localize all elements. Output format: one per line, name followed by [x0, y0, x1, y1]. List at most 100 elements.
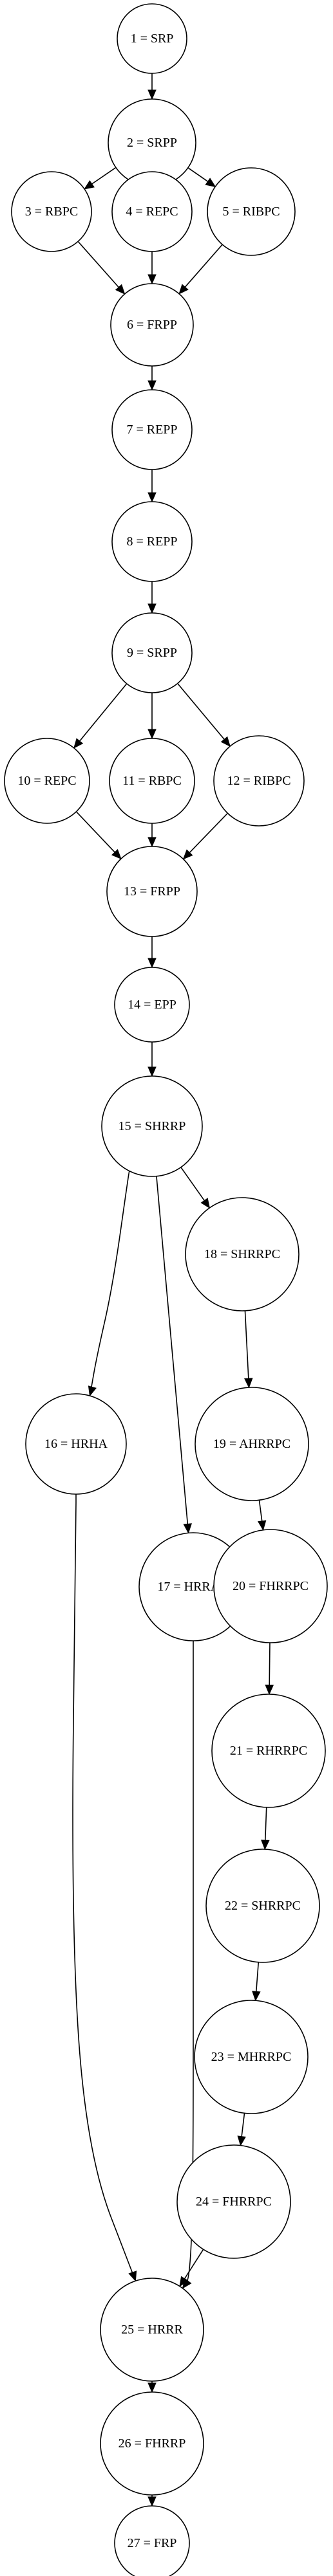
edge-line [91, 167, 117, 185]
node-8: 8 = REPP [111, 501, 193, 582]
edge-line [244, 1310, 249, 1379]
edge-line [180, 1167, 205, 1201]
node-circle [110, 283, 194, 367]
node-label: 13 = FRPP [124, 884, 180, 899]
edge-24-25 [179, 2249, 204, 2287]
edge-2-3 [84, 167, 117, 190]
node-22: 22 = SHRRPC [205, 1849, 320, 1963]
edge-6-7 [147, 366, 157, 391]
edge-20-21 [265, 1642, 274, 1695]
node-24: 24 = FHRRPC [176, 2144, 291, 2259]
edge-4-6 [147, 251, 157, 285]
node-circle [111, 612, 193, 693]
node-label: 7 = REPP [126, 423, 177, 437]
arrowhead [147, 729, 157, 740]
node-3: 3 = RBPC [11, 171, 92, 252]
node-19: 19 = AHRRPC [195, 1387, 309, 1501]
node-label: 17 = HRRAN [157, 1580, 229, 1594]
edge-15-17 [156, 1176, 192, 1534]
arrowhead [88, 1385, 97, 1397]
node-label: 10 = REPC [17, 774, 76, 788]
arrowhead [147, 837, 157, 848]
edge-line [184, 2249, 204, 2279]
edge-16-25 [72, 1494, 137, 2282]
edge-line [187, 167, 209, 182]
arrowhead [261, 1840, 270, 1850]
node-circle [100, 2278, 204, 2382]
node-circle [213, 735, 305, 827]
node-label: 14 = EPP [128, 998, 176, 1012]
node-label: 2 = SRPP [127, 136, 177, 150]
arrowhead [265, 1685, 274, 1695]
arrowhead [179, 2276, 189, 2287]
edge-21-22 [261, 1807, 270, 1850]
edge-line [75, 811, 115, 853]
edge-line [241, 2113, 245, 2137]
node-circle [111, 171, 193, 252]
node-label: 23 = MHRRPC [211, 2050, 292, 2064]
node-16: 16 = HRHA [25, 1393, 127, 1495]
node-circle [185, 1197, 300, 1311]
edge-line [77, 241, 119, 288]
node-12: 12 = RIBPC [213, 735, 305, 827]
node-25: 25 = HRRR [100, 2278, 204, 2382]
edge-line [265, 1807, 267, 1841]
arrowhead [205, 178, 216, 187]
edge-line [72, 1494, 136, 2281]
edge-18-19 [244, 1310, 253, 1389]
edge-9-11 [147, 693, 157, 740]
node-label: 19 = AHRRPC [213, 1437, 290, 1451]
node-4: 4 = REPC [111, 171, 193, 252]
node-11: 11 = RBPC [109, 738, 195, 824]
node-label: 9 = SRPP [127, 646, 177, 660]
arrowhead [257, 1520, 267, 1531]
node-label: 1 = SRP [131, 32, 174, 46]
edge-19-20 [257, 1500, 267, 1531]
arrowhead [73, 738, 84, 749]
arrowhead [252, 1991, 261, 2002]
arrowhead [128, 2270, 137, 2282]
node-label: 15 = SHRRP [119, 1119, 186, 1133]
edge-15-16 [88, 1171, 130, 1397]
node-circle [111, 501, 193, 582]
node-circle [213, 1529, 328, 1643]
node-6: 6 = FRPP [110, 283, 194, 367]
edge-line [269, 1642, 271, 1686]
arrowhead [147, 2382, 157, 2393]
node-label: 18 = SHRRPC [204, 1247, 280, 1261]
node-circle [11, 171, 92, 252]
edge-line [189, 812, 228, 854]
edge-9-12 [177, 683, 231, 747]
node-circle [211, 1694, 326, 1808]
node-circle [111, 389, 193, 470]
node-15: 15 = SHRRP [101, 1075, 203, 1177]
node-label: 12 = RIBPC [227, 774, 290, 788]
node-1: 1 = SRP [117, 3, 187, 74]
node-circle [176, 2144, 291, 2259]
arrowhead [244, 1378, 253, 1389]
node-label: 24 = FHRRPC [196, 2195, 272, 2209]
edge-line [156, 1176, 189, 1524]
edge-9-10 [73, 683, 128, 749]
node-label: 16 = HRHA [44, 1437, 108, 1451]
node-23: 23 = MHRRPC [194, 2000, 309, 2114]
node-label: 20 = FHRRPC [233, 1579, 309, 1593]
arrowhead [147, 492, 157, 503]
edge-25-26 [147, 2381, 157, 2393]
node-label: 25 = HRRR [121, 2323, 183, 2337]
edge-13-14 [147, 936, 157, 969]
node-circle [195, 1387, 309, 1501]
node-circle [101, 1075, 203, 1177]
edge-8-9 [147, 581, 157, 614]
node-7: 7 = REPP [111, 389, 193, 470]
node-21: 21 = RHRRPC [211, 1694, 326, 1808]
edge-2-5 [187, 167, 216, 187]
arrowhead [182, 849, 193, 860]
edge-15-18 [180, 1167, 211, 1209]
node-circle [114, 967, 190, 1043]
node-10: 10 = REPC [4, 738, 90, 824]
node-label: 8 = REPP [126, 534, 177, 549]
arrowhead [200, 1198, 211, 1209]
arrowhead [115, 284, 126, 295]
